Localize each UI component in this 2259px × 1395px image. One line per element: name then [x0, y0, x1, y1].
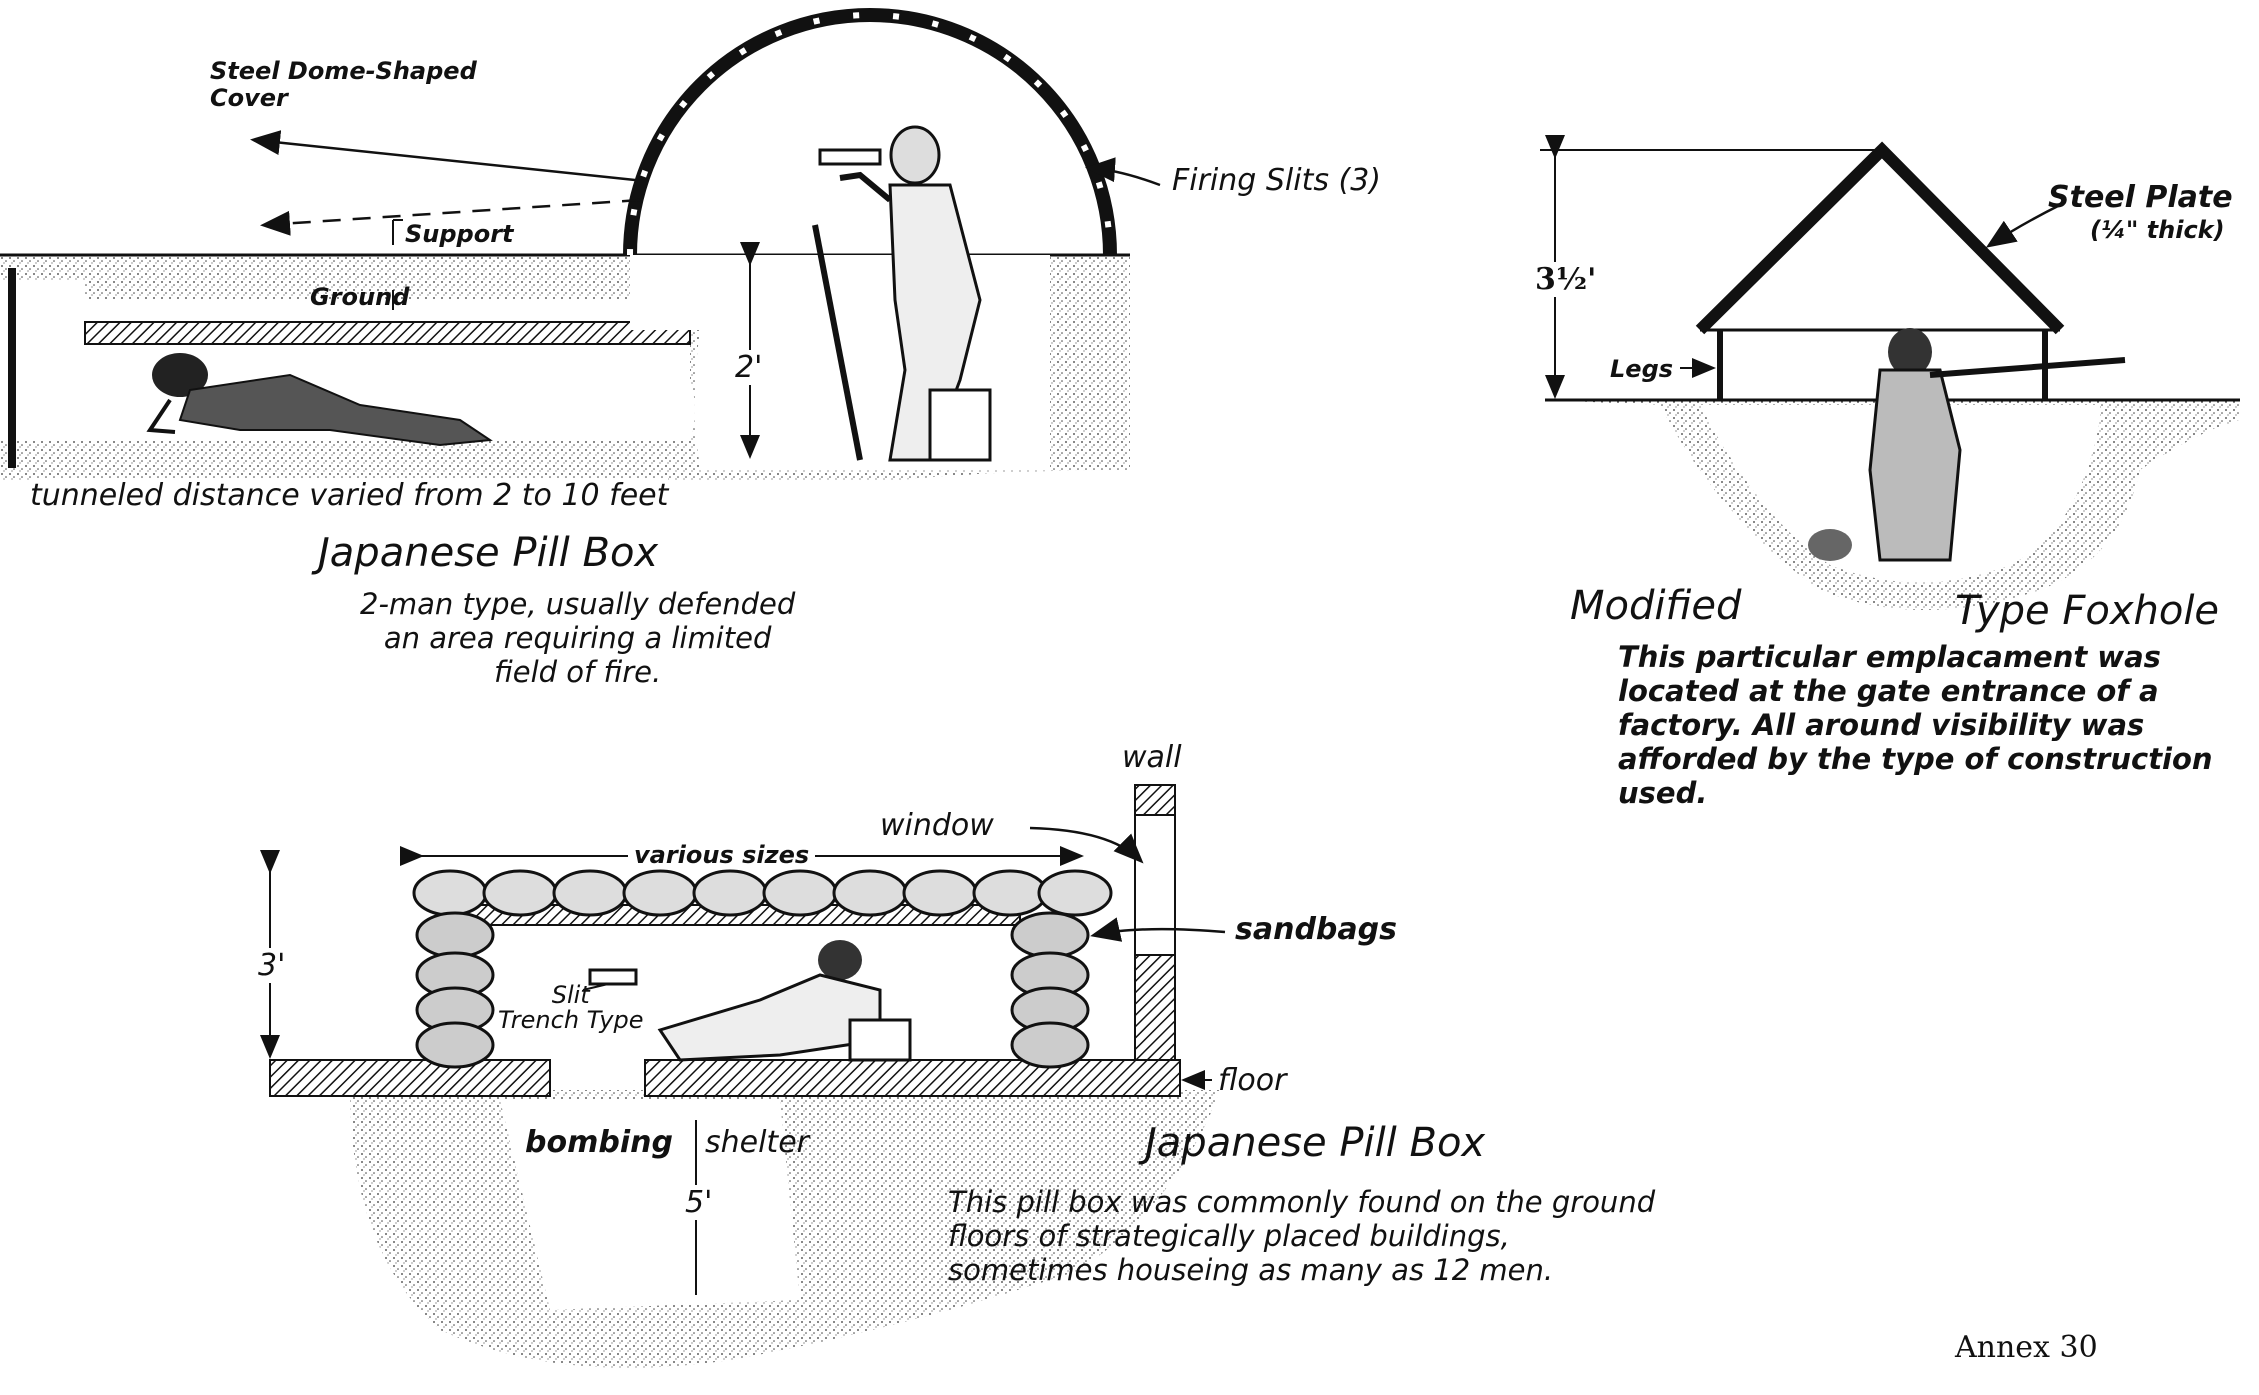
bombing-label: bombing: [525, 1125, 673, 1160]
wall-upper: [1134, 784, 1176, 816]
steel-dome: [623, 8, 1117, 256]
foxhole-title-left: Modified: [1570, 583, 1742, 629]
five-foot-label: 5': [685, 1185, 713, 1220]
floor-slab-right: [644, 1059, 1181, 1097]
various-sizes-label: various sizes: [628, 841, 816, 869]
floor-label: floor: [1218, 1063, 1287, 1098]
kneeling-rifleman: [1808, 328, 2126, 562]
top-pillbox-title: Japanese Pill Box: [318, 530, 659, 576]
dome-pillbox-figure: [0, 8, 1161, 480]
bottom-pillbox-title: Japanese Pill Box: [1145, 1120, 1486, 1166]
left-wall: [8, 268, 16, 468]
firing-slits-label: Firing Slits (3): [1172, 163, 1381, 198]
firing-slit: [818, 148, 882, 166]
building-pillbox-figure: [260, 784, 1226, 1368]
slit-trench-label: Slit Trench Type: [498, 981, 644, 1034]
sandbags-label: sandbags: [1235, 912, 1397, 947]
top-pillbox-caption: 2-man type, usually defended an area req…: [360, 587, 796, 689]
wall-label: wall: [1122, 740, 1182, 775]
annex-label: Annex 30: [1955, 1330, 2098, 1365]
steel-plate-thickness: (¼" thick): [2090, 216, 2225, 244]
standing-soldier: [839, 125, 992, 462]
prone-soldier: [657, 940, 912, 1062]
dome-arrow-solid: [250, 130, 636, 182]
sandbags-left-column: [415, 911, 495, 1069]
dome-cover-label: Steel Dome-Shaped Cover: [210, 57, 477, 112]
bottom-pillbox-caption: This pill box was commonly found on the …: [948, 1185, 1656, 1287]
legs-label: Legs: [1610, 355, 1674, 383]
ground-label: Ground: [310, 283, 410, 311]
crawling-soldier: [146, 353, 493, 447]
tunnel-ceiling: [84, 321, 691, 345]
rifle: [812, 224, 863, 461]
three-foot-label: 3': [258, 948, 286, 983]
floor-slab-left: [269, 1059, 551, 1097]
slit-trench-opening: [588, 968, 638, 986]
shelter-label: shelter: [705, 1125, 809, 1160]
foxhole-figure: [1540, 135, 2240, 610]
support-label: Support: [405, 220, 514, 248]
height-label-2ft: 2': [735, 350, 763, 385]
sandbags-right-column: [1010, 911, 1090, 1069]
firing-slits-pointer: [1085, 157, 1161, 187]
foxhole-caption: This particular emplacament was located …: [1618, 640, 2213, 810]
steel-plate-label: Steel Plate: [2048, 180, 2233, 215]
dome-arrow-dashed: [260, 198, 641, 236]
tunnel-distance-label: tunneled distance varied from 2 to 10 fe…: [30, 478, 669, 513]
window-label: window: [880, 808, 994, 843]
wall-lower: [1134, 954, 1176, 1061]
window-opening: [1134, 814, 1176, 956]
tunnel-cavity: [0, 280, 695, 440]
steel-plate-roof: [1695, 141, 2065, 335]
sandbags-top-row: [412, 869, 1113, 917]
foxhole-title-right: Type Foxhole: [1955, 588, 2220, 634]
foxhole-height-label: 3½': [1535, 262, 1597, 297]
